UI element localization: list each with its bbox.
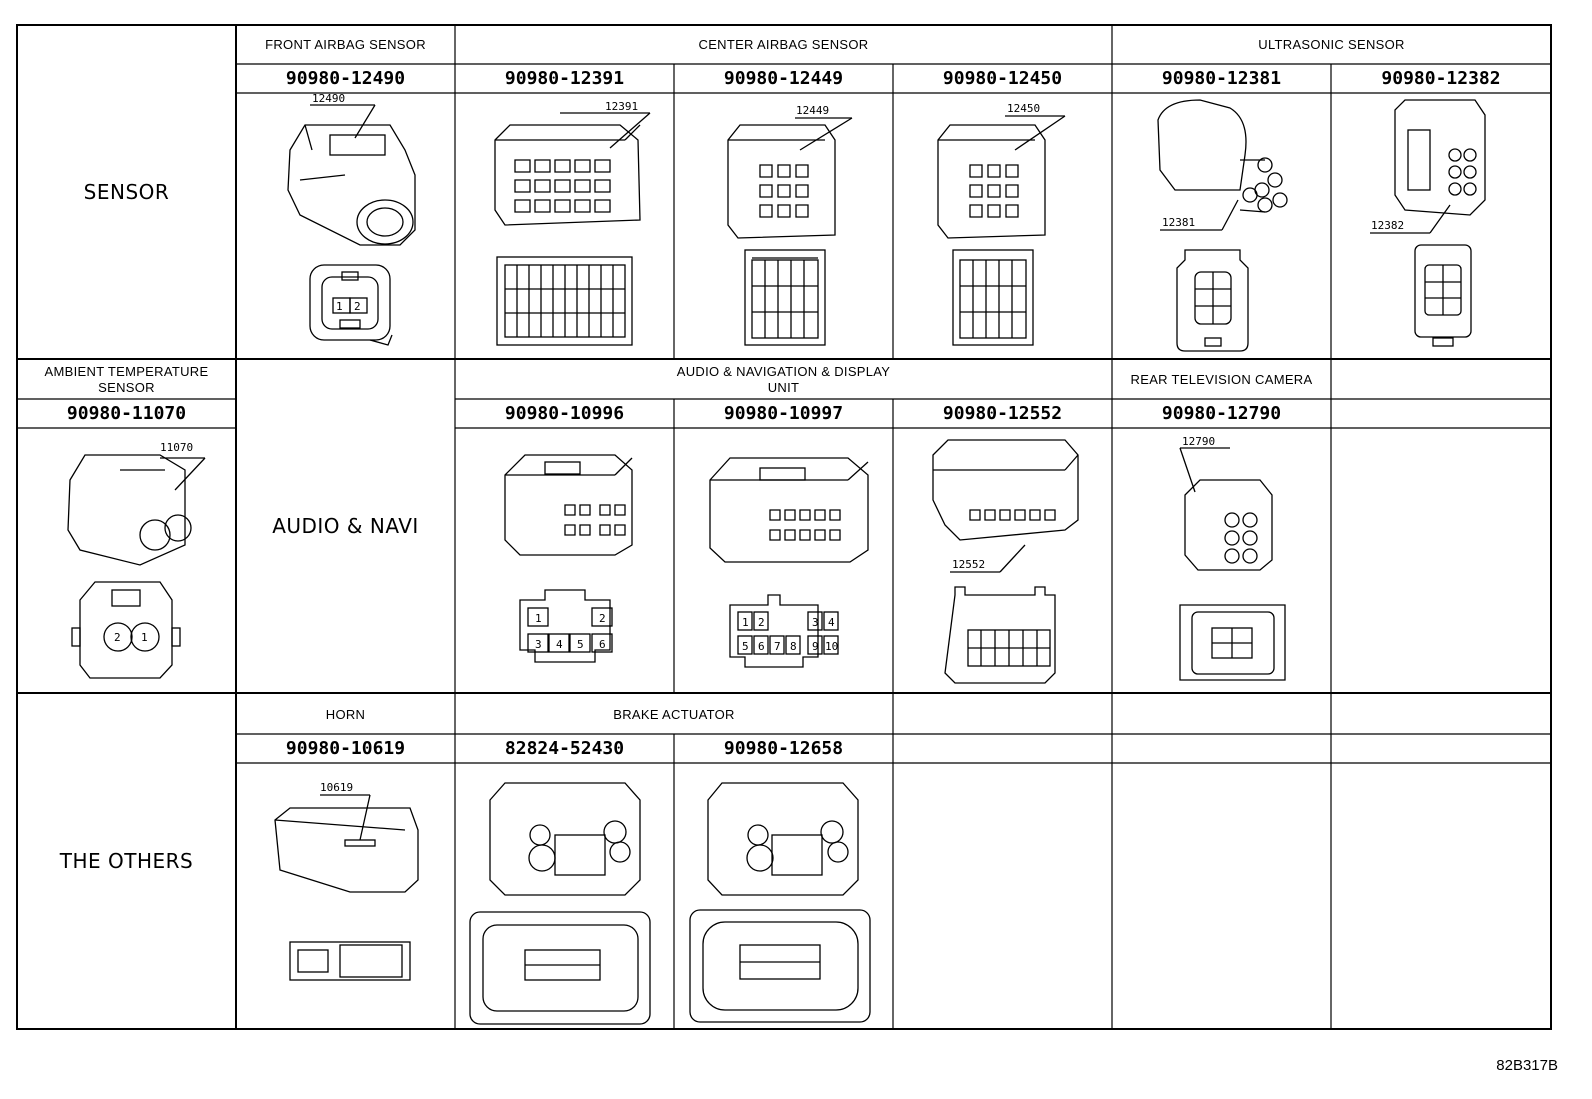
header-line: AUDIO & NAVIGATION & DISPLAY xyxy=(676,364,891,379)
part-number: 90980-12391 xyxy=(504,68,625,89)
connector-10996-drawing xyxy=(504,454,633,663)
header-audio-navigation-display-unit: AUDIO & NAVIGATION & DISPLAY UNIT xyxy=(455,364,1112,396)
connector-12391-drawing xyxy=(494,112,651,346)
header-front-airbag-sensor: FRONT AIRBAG SENSOR xyxy=(265,37,426,52)
callout-10619: 10619 xyxy=(320,781,353,794)
callout-12552: 12552 xyxy=(952,558,985,571)
connector-10997-drawing xyxy=(709,457,869,668)
pin-number: 8 xyxy=(790,640,797,653)
pin-number: 2 xyxy=(114,631,121,644)
header-line: UNIT xyxy=(767,380,800,395)
callout-12381: 12381 xyxy=(1162,216,1195,229)
part-number: 90980-12381 xyxy=(1161,68,1282,89)
connector-10619-drawing xyxy=(274,794,419,981)
pin-number: 6 xyxy=(599,638,606,651)
connector-12450-drawing xyxy=(937,115,1066,346)
callout-12450: 12450 xyxy=(1007,102,1040,115)
pin-number: 9 xyxy=(812,640,819,653)
pin-number: 3 xyxy=(535,638,542,651)
callout-11070: 11070 xyxy=(160,441,193,454)
pin-number: 1 xyxy=(141,631,148,644)
header-ambient-temperature-sensor: AMBIENT TEMPERATURE SENSOR xyxy=(17,364,236,396)
pin-number: 2 xyxy=(599,612,606,625)
part-number: 90980-10619 xyxy=(285,738,406,759)
header-brake-actuator: BRAKE ACTUATOR xyxy=(613,707,735,722)
group-label-the-others: THE OTHERS xyxy=(59,849,194,873)
callout-12382: 12382 xyxy=(1371,219,1404,232)
header-rear-television-camera: REAR TELEVISION CAMERA xyxy=(1130,372,1313,387)
connector-12490-drawing xyxy=(287,104,416,346)
connector-12449-drawing xyxy=(727,117,853,346)
connector-52430-drawing xyxy=(469,782,651,1025)
part-number: 90980-12552 xyxy=(942,403,1063,424)
connector-12552-drawing xyxy=(932,439,1079,684)
pin-number: 1 xyxy=(535,612,542,625)
connector-12790-drawing xyxy=(1179,447,1286,681)
part-number: 90980-12450 xyxy=(942,68,1063,89)
group-label-audio-navi: AUDIO & NAVI xyxy=(272,514,419,538)
figure-id: 82B317B xyxy=(1496,1057,1558,1074)
header-horn: HORN xyxy=(325,707,366,722)
header-line: AMBIENT TEMPERATURE xyxy=(44,364,209,379)
part-number: 90980-12790 xyxy=(1161,403,1282,424)
pin-number: 2 xyxy=(758,616,765,629)
callout-12790: 12790 xyxy=(1182,435,1215,448)
pin-number: 1 xyxy=(742,616,749,629)
part-number: 90980-10997 xyxy=(723,403,844,424)
part-number: 90980-12658 xyxy=(723,738,844,759)
pin-number: 5 xyxy=(742,640,749,653)
pin-number: 4 xyxy=(556,638,563,651)
pin-number: 5 xyxy=(577,638,584,651)
part-number: 90980-12382 xyxy=(1381,68,1501,89)
connector-12658-drawing xyxy=(689,782,871,1023)
pin-number: 1 xyxy=(336,300,343,313)
header-ultrasonic-sensor: ULTRASONIC SENSOR xyxy=(1258,37,1405,52)
part-number: 90980-12490 xyxy=(285,68,406,89)
part-number: 82824-52430 xyxy=(504,738,625,759)
header-center-airbag-sensor: CENTER AIRBAG SENSOR xyxy=(698,37,869,52)
pin-number: 6 xyxy=(758,640,765,653)
callout-12490: 12490 xyxy=(312,92,345,105)
callout-12391: 12391 xyxy=(605,100,638,113)
pin-number: 10 xyxy=(825,640,838,653)
pin-number: 7 xyxy=(774,640,781,653)
part-number: 90980-10996 xyxy=(504,403,625,424)
pin-number: 2 xyxy=(354,300,361,313)
part-number: 90980-12449 xyxy=(723,68,844,89)
callout-12449: 12449 xyxy=(796,104,829,117)
pin-number: 3 xyxy=(812,616,819,629)
pin-number: 4 xyxy=(828,616,835,629)
group-label-sensor: SENSOR xyxy=(83,180,170,204)
connector-11070-drawing xyxy=(67,454,206,679)
part-number: 90980-11070 xyxy=(66,403,187,424)
header-line: SENSOR xyxy=(98,380,155,395)
connector-12382-drawing xyxy=(1370,99,1486,347)
connector-12381-drawing xyxy=(1157,99,1288,352)
